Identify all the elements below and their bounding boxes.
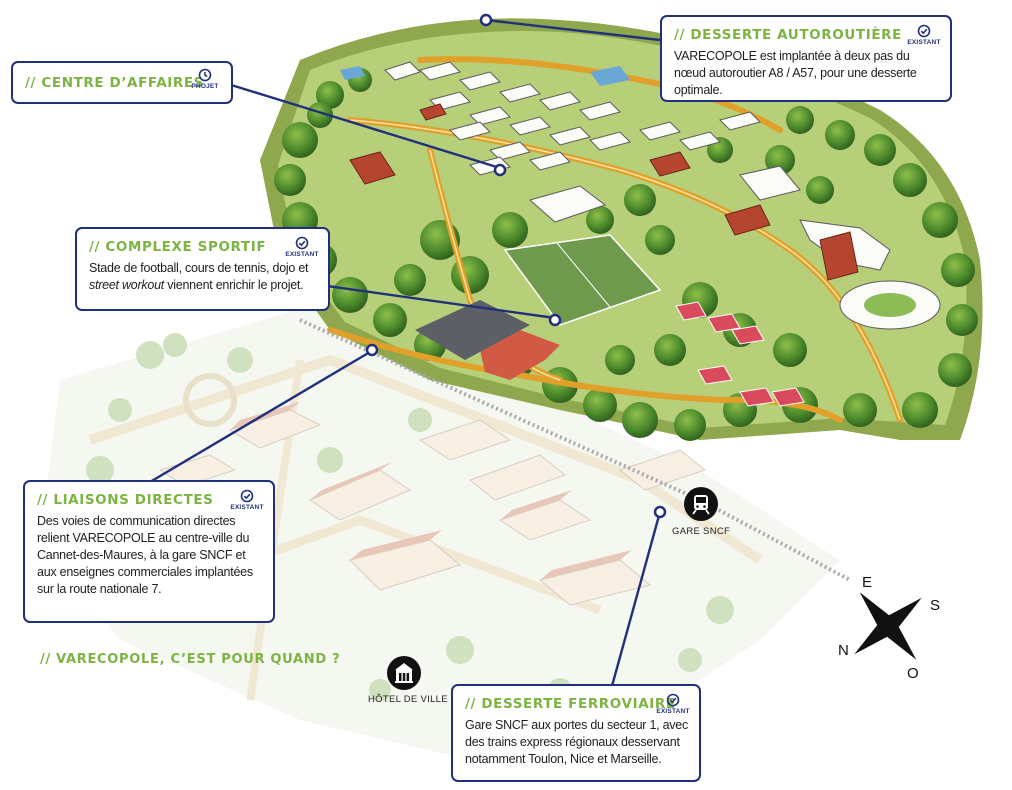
- badge-existant: EXISTANT: [282, 236, 322, 258]
- callout-liaisons-directes: // LIAISONS DIRECTES Des voies de commun…: [23, 480, 275, 623]
- town-area: [40, 300, 840, 760]
- train-icon: [684, 487, 718, 521]
- callout-title: // CENTRE D’AFFAIRES: [25, 75, 205, 91]
- callout-complexe-sportif: // COMPLEXE SPORTIF Stade de football, c…: [75, 227, 330, 311]
- check-circle-icon: [917, 24, 931, 38]
- badge-existant: EXISTANT: [653, 693, 693, 715]
- callout-title: // LIAISONS DIRECTES: [37, 492, 214, 508]
- compass-rose: [854, 592, 922, 660]
- callout-text: Des voies de communication directes reli…: [37, 514, 253, 596]
- compass-north: N: [838, 642, 849, 659]
- badge-existant: EXISTANT: [227, 489, 267, 511]
- check-circle-icon: [295, 236, 309, 250]
- callout-text: Gare SNCF aux portes du secteur 1, avec …: [465, 718, 688, 766]
- badge-existant: EXISTANT: [904, 24, 944, 46]
- callout-desserte-ferroviaire: // DESSERTE FERROVIAIRE Gare SNCF aux po…: [451, 684, 701, 782]
- compass-south: S: [930, 597, 941, 614]
- callout-centre-affaires: // CENTRE D’AFFAIRES PROJET: [11, 61, 233, 104]
- compass-west: O: [907, 665, 919, 682]
- callout-title: // DESSERTE FERROVIAIRE: [465, 696, 676, 712]
- gare-label: GARE SNCF: [672, 526, 731, 537]
- check-circle-icon: [240, 489, 254, 503]
- badge-projet: PROJET: [185, 68, 225, 90]
- town-hall-icon: [387, 656, 421, 690]
- callout-desserte-autoroutiere: // DESSERTE AUTOROUTIÈRE VARECOPOLE est …: [660, 15, 952, 102]
- callout-text: Stade de football, cours de tennis, dojo…: [89, 261, 309, 292]
- callout-title: // COMPLEXE SPORTIF: [89, 239, 267, 255]
- development-site: [260, 18, 983, 441]
- callout-title: // DESSERTE AUTOROUTIÈRE: [674, 27, 902, 43]
- question-heading: // VARECOPOLE, C’EST POUR QUAND ?: [40, 652, 341, 667]
- compass-east: E: [862, 574, 873, 591]
- hotel-de-ville-label: HÔTEL DE VILLE: [368, 694, 448, 705]
- check-circle-icon: [666, 693, 680, 707]
- connector-dots: [365, 13, 667, 519]
- clock-icon: [198, 68, 212, 82]
- callout-connectors: [149, 18, 662, 687]
- callout-text: VARECOPOLE est implantée à deux pas du n…: [674, 49, 917, 97]
